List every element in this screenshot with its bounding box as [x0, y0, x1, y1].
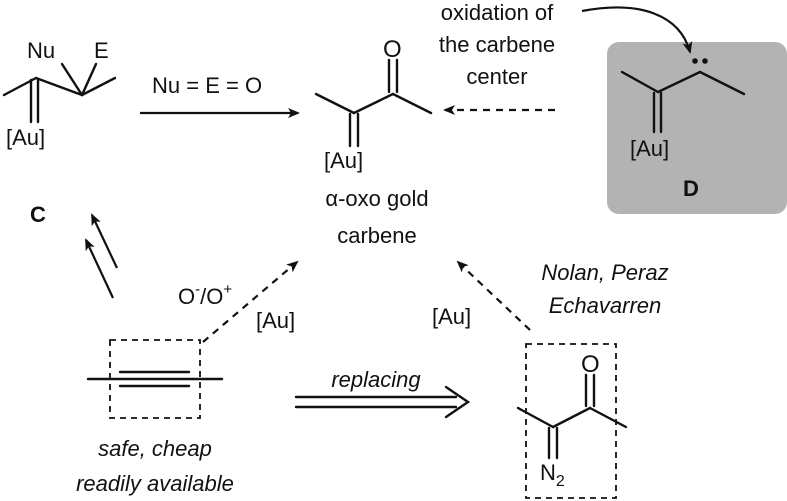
- authors-line2: Echavarren: [549, 293, 662, 318]
- authors-line1: Nolan, Peraz: [541, 260, 668, 285]
- oxidation-note-line1: oxidation of: [441, 0, 554, 25]
- au-catalyst-label-right: [Au]: [432, 304, 471, 329]
- oxidation-note-line3: center: [466, 64, 527, 89]
- oxidation-note-line2: the carbene: [439, 32, 555, 57]
- intermediate-c-structure: Nu E [Au] C: [2, 38, 117, 227]
- alkyne-note-line2: readily available: [76, 471, 234, 496]
- au-label-d: [Au]: [630, 136, 669, 161]
- oxidant-label: O-/O+: [178, 281, 232, 309]
- oxidation-note: oxidation of the carbene center: [439, 0, 693, 89]
- alpha-oxo-gold-carbene: O [Au] α-oxo gold carbene: [314, 36, 433, 248]
- oxygen-label-diazo: O: [581, 351, 600, 378]
- au-catalyst-label-left: [Au]: [256, 308, 295, 333]
- label-c: C: [30, 202, 46, 227]
- diazo-route: [Au] Nolan, Peraz Echavarren: [432, 260, 669, 331]
- nu-label: Nu: [27, 38, 55, 63]
- label-d: D: [683, 176, 699, 201]
- arrow-diazo-to-center: [456, 260, 531, 331]
- replacing-label: replacing: [331, 367, 421, 392]
- center-name-line2: carbene: [337, 223, 417, 248]
- arrow-alkyne-to-c-1: [91, 213, 118, 269]
- arrow-alkyne-to-c-2: [85, 238, 114, 299]
- n2-label: N2: [540, 460, 565, 490]
- au-label-c: [Au]: [6, 125, 45, 150]
- e-label: E: [94, 38, 109, 63]
- arrow-nu-e-o: Nu = E = O: [140, 73, 300, 118]
- oxygen-label-center: O: [383, 36, 402, 63]
- replacing-arrow: replacing: [294, 367, 471, 419]
- carbene-d-box: [607, 42, 787, 214]
- au-label-center: [Au]: [324, 148, 363, 173]
- alkyne-note-line1: safe, cheap: [98, 436, 212, 461]
- oxidant-route: O-/O+ [Au]: [178, 260, 299, 343]
- lone-pair-dot: [692, 58, 698, 64]
- lone-pair-dot: [702, 58, 708, 64]
- carbene-d-panel: [Au] D: [607, 42, 787, 214]
- curved-arrow: [581, 6, 693, 54]
- diazo-ketone-structure: O N2: [516, 343, 628, 499]
- alkyne-structure: safe, cheap readily available: [76, 339, 234, 496]
- arrow-nu-e-o-label: Nu = E = O: [152, 73, 262, 98]
- center-name-line1: α-oxo gold: [325, 186, 428, 211]
